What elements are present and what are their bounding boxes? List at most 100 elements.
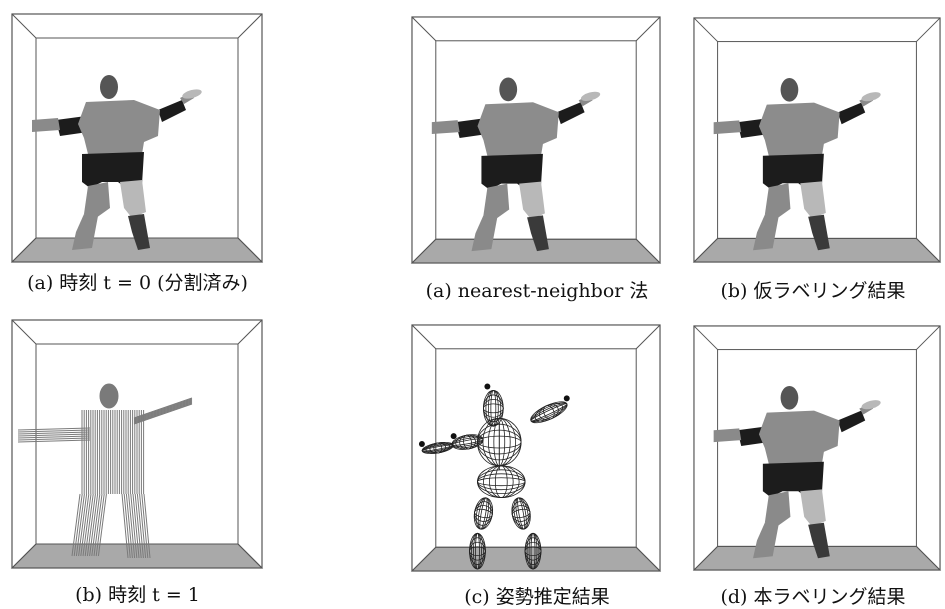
caption-a-time0: (a) 時刻 t = 0 (分割済み) [27, 272, 248, 294]
right-thigh-ellipse [511, 497, 531, 530]
caption-pose-estimation: (c) 姿勢推定結果 [464, 586, 610, 608]
cloud-left-leg-stroke [89, 493, 99, 557]
box-edge-0 [693, 325, 718, 350]
panel-a-time0 [10, 12, 264, 264]
box-inner-frame [35, 343, 239, 545]
right-upper-arm [158, 100, 186, 122]
joint [563, 395, 570, 402]
right-hand [182, 89, 202, 99]
left-forearm [713, 120, 742, 135]
left-thigh-ellipse [473, 497, 494, 530]
hips [762, 153, 824, 190]
right-thigh-ellipse-parallel [511, 508, 531, 519]
cloud-left-leg-stroke [75, 493, 85, 557]
cloud-left-leg-stroke [84, 493, 94, 557]
box-outer-frame [411, 16, 661, 264]
left-shin-ellipse-meridian [475, 532, 480, 570]
scene-final-labeling [692, 325, 942, 571]
left-thigh [764, 491, 791, 527]
head [780, 385, 799, 410]
cloud-right-arm-stroke [133, 403, 193, 425]
pelvis-ellipse [477, 465, 526, 499]
box-edge-0 [411, 16, 437, 42]
right-thigh [800, 181, 826, 219]
cloud-right-leg-stroke [143, 493, 151, 559]
left-thigh [84, 182, 110, 218]
head [499, 77, 518, 102]
cloud-right-arm-stroke [133, 397, 193, 419]
right-upper-arm-ellipse-outline [530, 401, 568, 424]
box-edge-1 [237, 13, 263, 39]
head [100, 75, 118, 99]
box-edge-2 [411, 546, 437, 572]
panel-final-labeling [692, 322, 942, 574]
left-forearm [431, 120, 460, 135]
left-upper-arm-ellipse-meridian [463, 434, 473, 450]
scene-b-time1 [10, 319, 264, 569]
cloud-right-arm-stroke [133, 401, 193, 423]
panel-nearest-neighbor [410, 14, 662, 266]
hips [762, 461, 824, 498]
left-thigh-ellipse-parallel [474, 508, 493, 519]
left-shin [753, 214, 779, 251]
pelvis-ellipse-outline [477, 465, 526, 499]
box-edge-2 [11, 543, 37, 569]
left-forearm [32, 118, 60, 132]
scene-provisional-labeling [692, 17, 942, 263]
left-shin [471, 215, 498, 252]
left-forearm-ellipse-meridian [433, 442, 443, 454]
box-edge-0 [11, 319, 37, 345]
right-upper-arm-ellipse [530, 401, 568, 424]
panel-pose-estimation [410, 322, 662, 574]
right-shin [808, 214, 830, 251]
scene-a-time0 [10, 13, 264, 263]
box-edge-3 [916, 238, 941, 263]
cloud-right-leg-stroke [121, 493, 129, 559]
right-upper-arm-ellipse-meridian [543, 405, 555, 420]
left-shin [753, 522, 779, 559]
cloud-right-leg-stroke [130, 493, 138, 559]
box-edge-3 [635, 546, 661, 572]
left-thigh [764, 183, 791, 219]
cloud-right-leg-stroke [128, 493, 136, 559]
torso [758, 102, 840, 156]
left-shin-ellipse [469, 532, 486, 570]
caption-nearest-neighbor: (a) nearest-neighbor 法 [425, 280, 649, 302]
right-upper-arm [837, 102, 866, 125]
cloud-left-leg-stroke [80, 493, 90, 557]
head-ellipse-meridian [490, 390, 497, 427]
joint [450, 433, 457, 440]
right-thigh [519, 181, 545, 220]
head-ellipse [483, 390, 504, 427]
left-forearm [713, 428, 742, 443]
pelvis-ellipse-parallel [477, 469, 526, 495]
hips [82, 152, 144, 188]
right-upper-arm-ellipse-parallel [530, 402, 568, 423]
pelvis-ellipse-parallel [477, 473, 526, 491]
cloud-left-leg-stroke [82, 493, 92, 557]
box-edge-2 [693, 546, 718, 571]
right-thigh [120, 180, 146, 218]
cloud-left-leg-stroke [86, 493, 96, 557]
box-edge-3 [635, 238, 661, 264]
box-edge-1 [916, 17, 941, 42]
cloud-left-arm-stroke [17, 433, 91, 437]
cloud-left-leg-stroke [73, 493, 83, 557]
cloud-right-leg-stroke [123, 493, 131, 559]
box-edge-2 [693, 238, 718, 263]
cloud-right-arm-stroke [133, 400, 193, 422]
box-outer-frame [693, 325, 941, 571]
right-upper-arm-ellipse-parallel [530, 403, 568, 422]
cloud-left-arm-stroke [17, 427, 91, 431]
head [780, 77, 799, 102]
pelvis-ellipse-parallel [477, 477, 526, 487]
caption-provisional-labeling: (b) 仮ラベリング結果 [720, 280, 906, 302]
scene-pose-estimation [410, 324, 662, 572]
right-shin [527, 215, 549, 252]
cloud-left-leg-stroke [78, 493, 88, 557]
pelvis-ellipse-meridian [494, 465, 508, 499]
cloud-right-arm-stroke [133, 399, 193, 421]
right-upper-arm [837, 410, 866, 433]
right-hand [861, 92, 881, 102]
right-shin [128, 214, 150, 250]
